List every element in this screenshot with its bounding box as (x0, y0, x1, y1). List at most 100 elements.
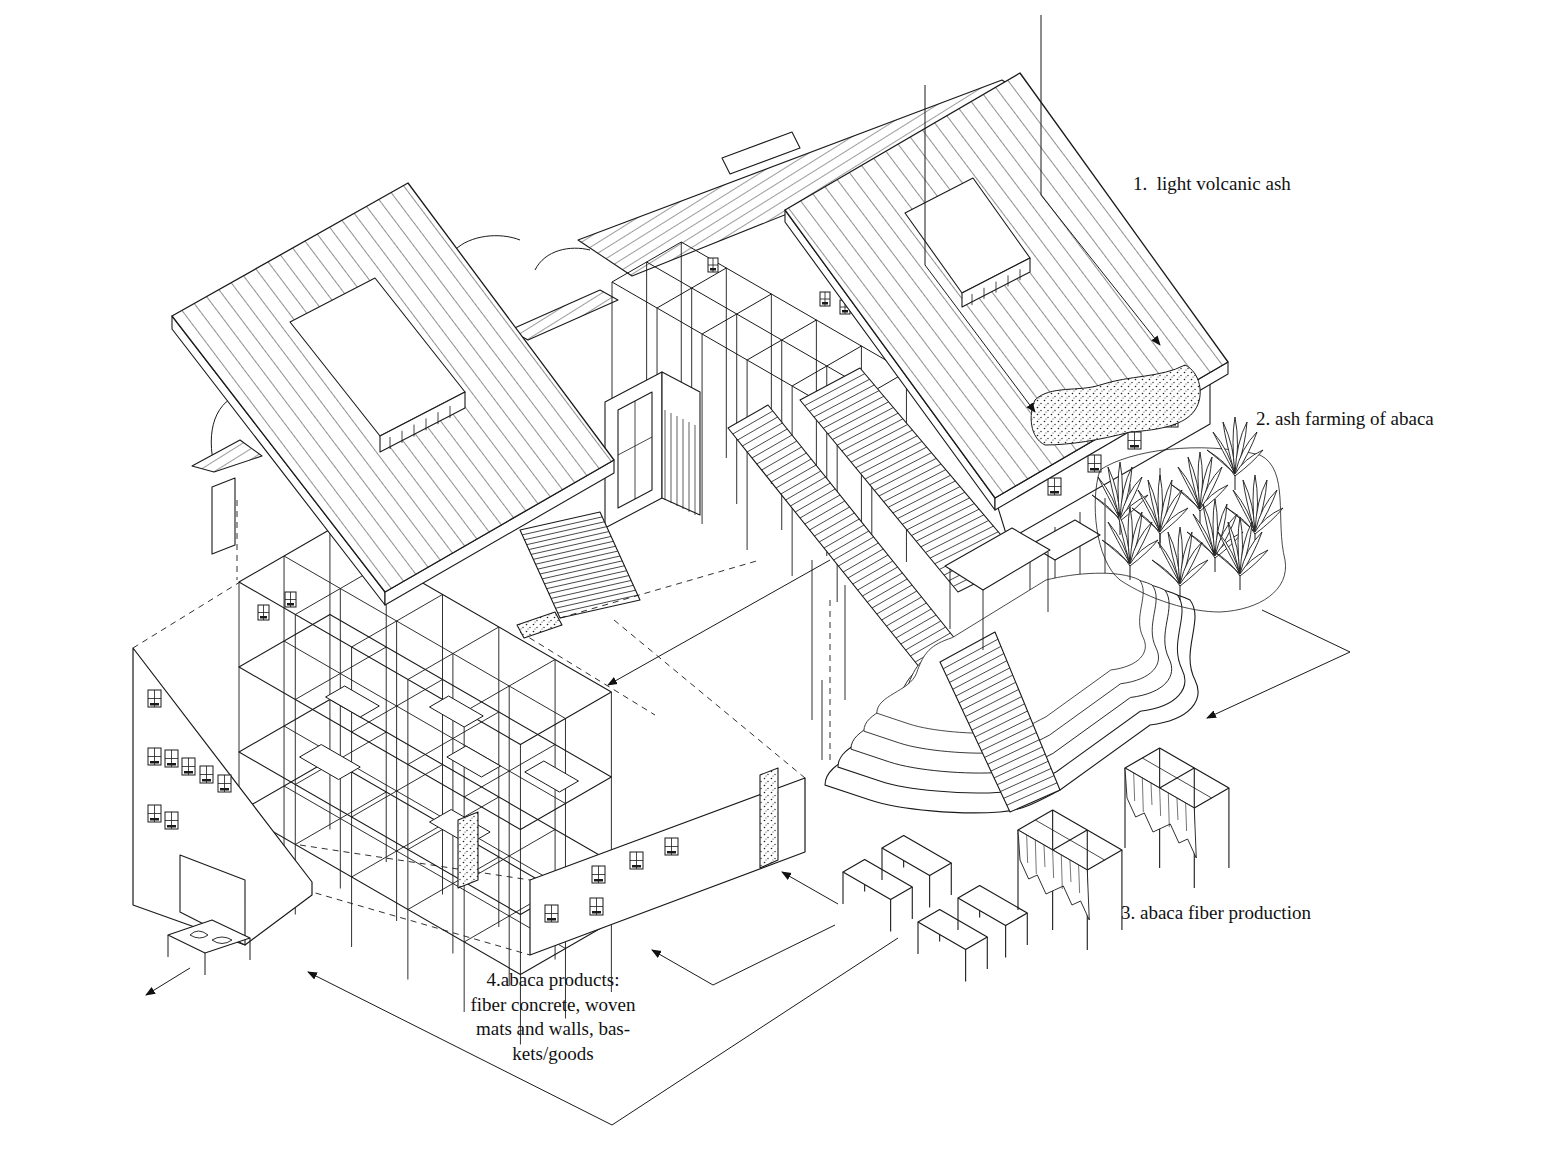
terrace (825, 528, 1198, 813)
abaca-plant (1240, 550, 1268, 576)
stair (805, 374, 865, 406)
drying-canopy (1125, 768, 1196, 858)
exploded-wall (545, 905, 558, 922)
stair (901, 621, 941, 644)
fiber-panel (760, 768, 778, 868)
stair (888, 475, 950, 507)
stair (819, 391, 879, 423)
end-wall (165, 750, 178, 767)
abaca-plant (1212, 550, 1240, 576)
skylight (414, 425, 415, 437)
central-frame (689, 422, 690, 512)
drying-table (842, 872, 843, 904)
structural-frame (407, 680, 408, 980)
stair (845, 585, 846, 700)
stair (862, 573, 902, 596)
terrace (983, 590, 984, 650)
projection-line (300, 845, 530, 880)
drying-table (957, 898, 958, 930)
stair (848, 555, 888, 578)
terrace (975, 711, 1028, 737)
stair (893, 481, 955, 513)
callout-label: 4.abaca products: fiber concrete, woven … (468, 968, 638, 1066)
terrace (1007, 783, 1057, 805)
right-building (1128, 432, 1141, 449)
stair (837, 413, 898, 445)
central-frame (531, 536, 611, 554)
structural-frame (285, 592, 296, 607)
stair (762, 447, 802, 470)
stair (786, 477, 826, 500)
projection-line (560, 560, 760, 618)
goods-table (168, 935, 169, 957)
terrace (943, 639, 998, 669)
stair (842, 419, 903, 451)
stair (907, 498, 970, 530)
drying-canopy (1027, 835, 1028, 863)
stair (891, 609, 931, 632)
projection-line (305, 890, 530, 955)
stair (879, 464, 941, 496)
process-arrow (146, 15, 1350, 1125)
end-wall (150, 818, 159, 821)
ash-deposit (1031, 365, 1200, 445)
central-frame (736, 314, 737, 504)
end-wall (150, 703, 159, 706)
drying-table (912, 887, 913, 919)
back-roof (535, 248, 590, 270)
end-wall (200, 774, 213, 775)
skylight (972, 294, 973, 305)
stair (771, 459, 811, 482)
structural-frame (340, 589, 341, 889)
process-arrow (1207, 610, 1350, 718)
central-frame (702, 334, 703, 524)
central-frame (708, 258, 718, 272)
structural-frame (442, 595, 443, 895)
abaca-plant (1152, 560, 1180, 586)
drying-table (951, 863, 952, 895)
stair (812, 560, 813, 720)
skylight (426, 418, 427, 430)
central-frame (710, 268, 716, 271)
roof (172, 183, 614, 592)
goods-table (168, 920, 250, 975)
terrace (950, 569, 951, 629)
stair (860, 441, 922, 473)
drying-canopy (1134, 773, 1135, 801)
drying-canopy (1035, 840, 1036, 874)
ash-deposit (1031, 365, 1200, 445)
exploded-wall (590, 906, 603, 907)
stair (865, 447, 927, 479)
exploded-wall (665, 846, 678, 847)
end-wall (167, 763, 176, 766)
process-arrow (652, 925, 835, 985)
structural-frame (284, 556, 285, 856)
central-frame (542, 561, 622, 579)
stair (838, 543, 878, 566)
callout-label: 1. light volcanic ash (1133, 172, 1291, 197)
right-building (1105, 498, 1106, 573)
stair (916, 509, 979, 541)
stair (805, 501, 845, 524)
skylight (390, 437, 391, 449)
right-building (1048, 486, 1061, 487)
stair (856, 436, 917, 468)
structural-frame (287, 603, 294, 606)
exploded-wall (632, 865, 641, 868)
stair (834, 537, 874, 560)
abaca-plant (1092, 417, 1286, 612)
stair (858, 567, 898, 590)
right-building (1090, 468, 1099, 471)
stair (742, 423, 782, 446)
central-frame (842, 310, 848, 313)
abaca-plant (1235, 450, 1263, 476)
central-frame (527, 527, 607, 545)
end-wall (148, 756, 161, 757)
exploded-wall (630, 852, 643, 869)
central-frame (618, 392, 652, 508)
right-building (1130, 445, 1139, 448)
stair (738, 417, 778, 440)
drying-canopy (1228, 788, 1229, 868)
goods-table (205, 953, 206, 975)
